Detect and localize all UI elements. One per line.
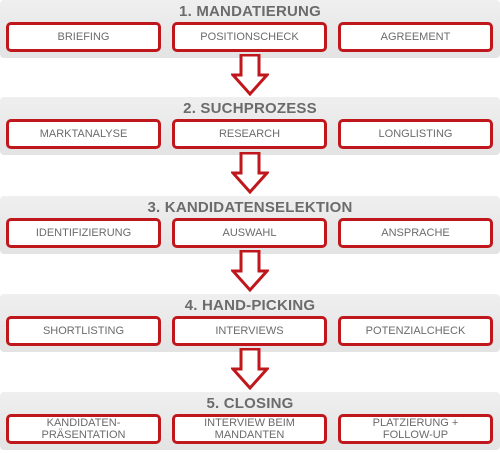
step-ansprache: ANSPRACHE xyxy=(338,218,493,248)
step-positionscheck: POSITIONSCHECK xyxy=(172,22,327,52)
stage-title: 3. KANDIDATENSELEKTION xyxy=(147,199,353,216)
step-agreement: AGREEMENT xyxy=(338,22,493,52)
stage-title: 2. SUCHPROZESS xyxy=(183,100,317,117)
stage-closing: 5. CLOSING KANDIDATEN- PRÄSENTATION INTE… xyxy=(0,392,500,450)
stage-title: 1. MANDATIERUNG xyxy=(179,3,321,20)
step-auswahl: AUSWAHL xyxy=(172,218,327,248)
step-briefing: BRIEFING xyxy=(6,22,161,52)
down-arrow-icon xyxy=(231,348,269,390)
stage-suchprozess: 2. SUCHPROZESS MARKTANALYSE RESEARCH LON… xyxy=(0,97,500,155)
step-research: RESEARCH xyxy=(172,119,327,149)
down-arrow-icon xyxy=(231,152,269,194)
step-shortlisting: SHORTLISTING xyxy=(6,316,161,346)
stage-mandatierung: 1. MANDATIERUNG BRIEFING POSITIONSCHECK … xyxy=(0,0,500,58)
step-platzierung-follow-up: PLATZIERUNG + FOLLOW-UP xyxy=(338,414,493,444)
stage-kandidatenselektion: 3. KANDIDATENSELEKTION IDENTIFIZIERUNG A… xyxy=(0,196,500,254)
step-kandidaten-praesentation: KANDIDATEN- PRÄSENTATION xyxy=(6,414,161,444)
step-interview-beim-mandanten: INTERVIEW BEIM MANDANTEN xyxy=(172,414,327,444)
stage-title: 5. CLOSING xyxy=(206,395,294,412)
step-marktanalyse: MARKTANALYSE xyxy=(6,119,161,149)
stage-hand-picking: 4. HAND-PICKING SHORTLISTING INTERVIEWS … xyxy=(0,294,500,352)
step-longlisting: LONGLISTING xyxy=(338,119,493,149)
stage-title: 4. HAND-PICKING xyxy=(184,297,316,314)
down-arrow-icon xyxy=(231,250,269,292)
down-arrow-icon xyxy=(231,54,269,96)
step-potenzialcheck: POTENZIALCHECK xyxy=(338,316,493,346)
step-interviews: INTERVIEWS xyxy=(172,316,327,346)
step-identifizierung: IDENTIFIZIERUNG xyxy=(6,218,161,248)
